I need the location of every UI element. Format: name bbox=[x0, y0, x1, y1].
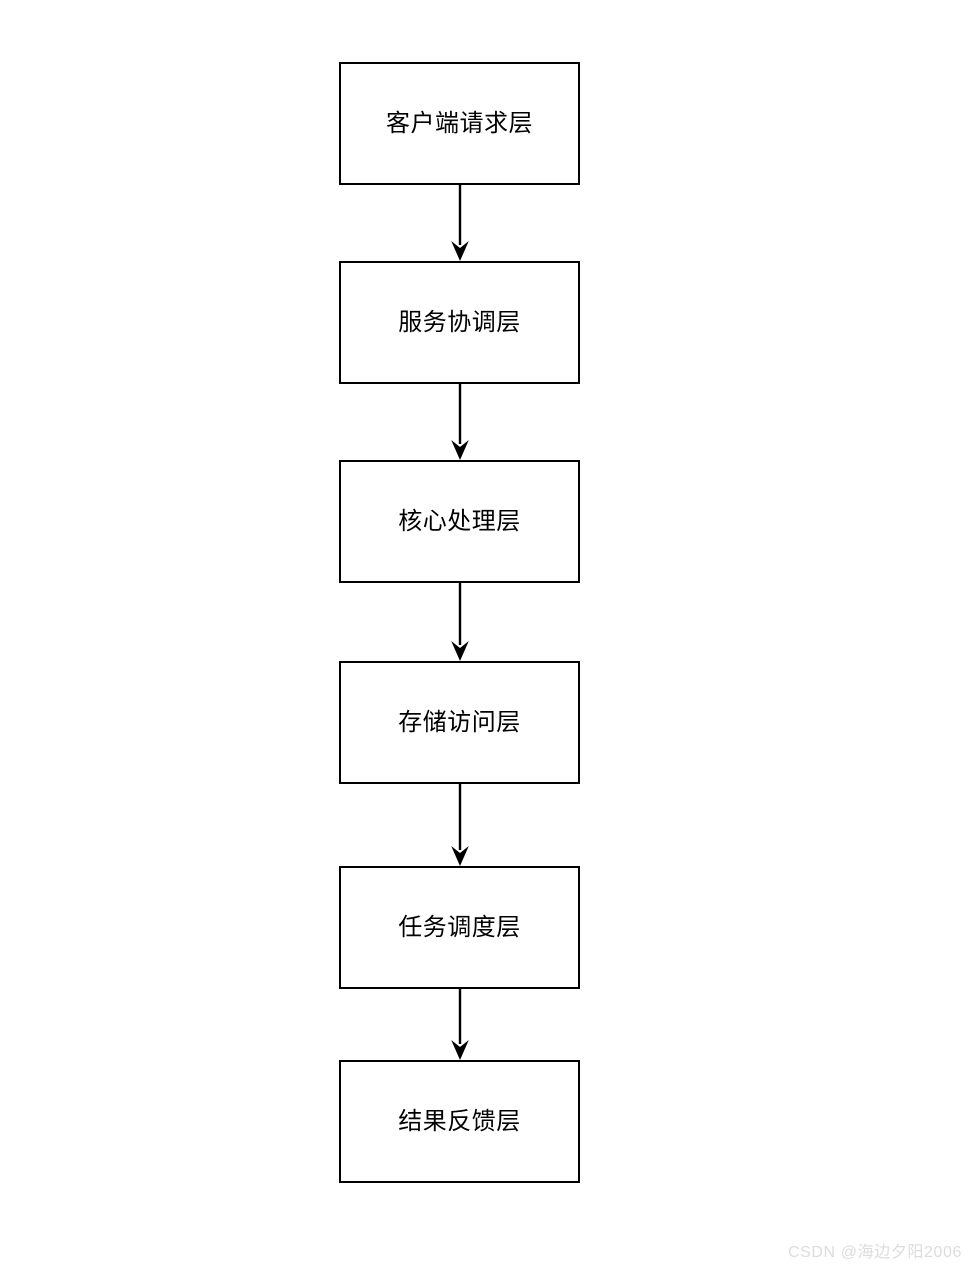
flow-node-storage-access-layer[interactable]: 存储访问层 bbox=[339, 661, 580, 784]
arrow-down-icon bbox=[451, 384, 469, 460]
flow-node-label: 任务调度层 bbox=[398, 913, 521, 941]
flow-node-service-coordination-layer[interactable]: 服务协调层 bbox=[339, 261, 580, 384]
flow-node-core-processing-layer[interactable]: 核心处理层 bbox=[339, 460, 580, 583]
flow-node-label: 存储访问层 bbox=[398, 708, 521, 736]
flow-node-client-request-layer[interactable]: 客户端请求层 bbox=[339, 62, 580, 185]
flow-connector-arrow bbox=[447, 989, 473, 1060]
flow-node-task-scheduling-layer[interactable]: 任务调度层 bbox=[339, 866, 580, 989]
flow-connector-arrow bbox=[447, 384, 473, 460]
flow-node-label: 服务协调层 bbox=[398, 308, 521, 336]
arrow-down-icon bbox=[451, 784, 469, 866]
arrow-down-icon bbox=[451, 583, 469, 661]
flow-node-label: 结果反馈层 bbox=[398, 1107, 521, 1135]
flow-connector-arrow bbox=[447, 784, 473, 866]
watermark-text: CSDN @海边夕阳2006 bbox=[787, 1244, 962, 1261]
arrow-down-icon bbox=[451, 185, 469, 261]
flow-node-label: 核心处理层 bbox=[398, 507, 521, 535]
flow-node-result-feedback-layer[interactable]: 结果反馈层 bbox=[339, 1060, 580, 1183]
flow-connector-arrow bbox=[447, 185, 473, 261]
flow-node-label: 客户端请求层 bbox=[386, 109, 533, 137]
flow-connector-arrow bbox=[447, 583, 473, 661]
arrow-down-icon bbox=[451, 989, 469, 1060]
